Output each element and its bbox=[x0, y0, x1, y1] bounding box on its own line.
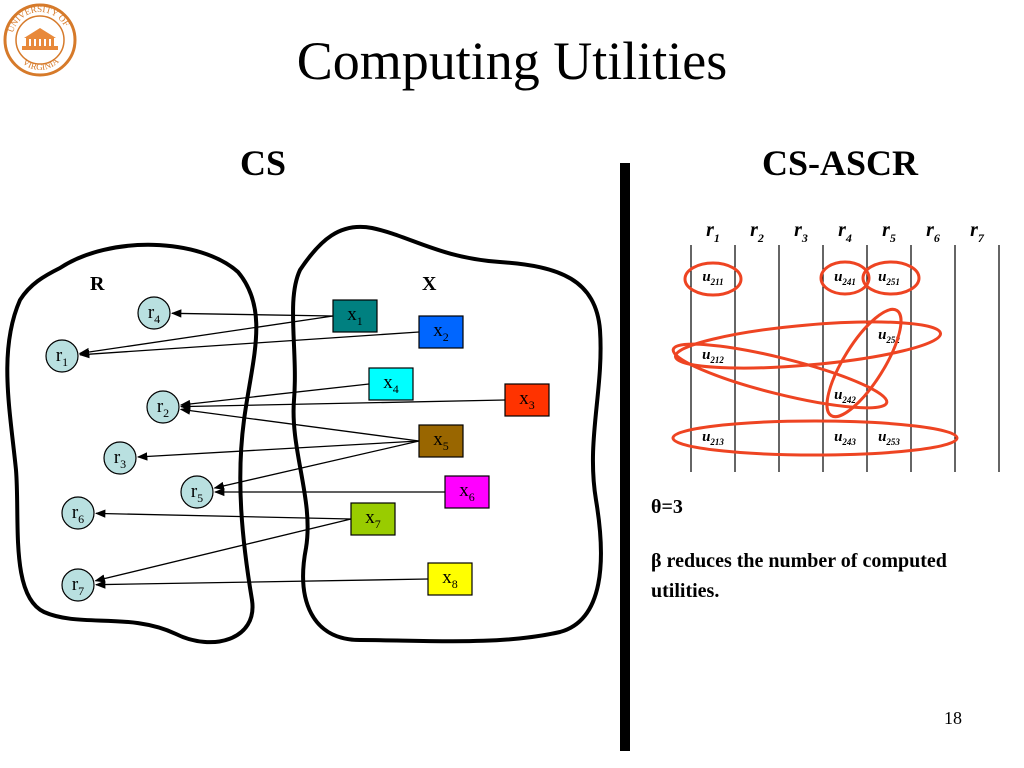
column-header-r6: r6 bbox=[926, 219, 940, 245]
node-label-r2: r2 bbox=[157, 396, 169, 420]
utility-u251: u251 bbox=[878, 269, 900, 287]
edge-x8-r7 bbox=[94, 578, 429, 589]
edge-x1-r1 bbox=[78, 315, 334, 357]
highlight-u251 bbox=[861, 260, 921, 296]
node-label-x5: x5 bbox=[433, 429, 449, 453]
set-x-label: X bbox=[422, 273, 437, 295]
node-r1: r1 bbox=[45, 339, 79, 373]
node-label-r3: r3 bbox=[114, 447, 126, 471]
theta-label: θ=3 bbox=[651, 496, 683, 518]
node-label-x1: x1 bbox=[347, 304, 363, 328]
highlight-row-u213 bbox=[671, 419, 959, 457]
highlight-u242-u252 bbox=[825, 307, 903, 419]
edge-x3-r2 bbox=[179, 399, 506, 411]
node-r4: r4 bbox=[137, 296, 171, 330]
node-r3: r3 bbox=[103, 441, 137, 475]
edge-x4-r2 bbox=[179, 383, 370, 409]
edge-x1-r4 bbox=[170, 309, 334, 318]
beta-note: β reduces the number of computed utiliti… bbox=[651, 546, 951, 606]
highlight-u241 bbox=[819, 260, 871, 296]
column-header-r3: r3 bbox=[794, 219, 808, 245]
node-label-x4: x4 bbox=[383, 372, 399, 396]
highlight-u212-u242 bbox=[671, 342, 889, 410]
edge-x5-r2 bbox=[179, 406, 420, 442]
column-header-r7: r7 bbox=[970, 219, 985, 245]
utility-u253: u253 bbox=[878, 429, 900, 447]
set-x-boundary bbox=[291, 224, 603, 644]
edge-x5-r5 bbox=[213, 440, 420, 490]
node-x7: x7 bbox=[350, 502, 396, 536]
panel-divider bbox=[620, 163, 630, 751]
set-r-label: R bbox=[90, 273, 105, 295]
utility-u242: u242 bbox=[834, 387, 856, 405]
node-x6: x6 bbox=[444, 475, 490, 509]
node-x5: x5 bbox=[418, 424, 464, 458]
node-label-r5: r5 bbox=[191, 481, 203, 505]
node-x2: x2 bbox=[418, 315, 464, 349]
cs-ascr-heading: CS-ASCR bbox=[761, 143, 919, 183]
utility-u213: u213 bbox=[702, 429, 724, 447]
node-x1: x1 bbox=[332, 299, 378, 333]
cs-heading: CS bbox=[240, 143, 287, 183]
set-r-boundary bbox=[5, 242, 259, 645]
node-label-r1: r1 bbox=[56, 345, 68, 369]
node-label-x7: x7 bbox=[365, 507, 381, 531]
slide-title: Computing Utilities bbox=[296, 31, 728, 91]
utility-u243: u243 bbox=[834, 429, 856, 447]
node-label-x8: x8 bbox=[442, 567, 458, 591]
node-x3: x3 bbox=[504, 383, 550, 417]
utility-u241: u241 bbox=[834, 269, 856, 287]
page-number: 18 bbox=[944, 708, 962, 728]
node-label-x6: x6 bbox=[459, 480, 475, 504]
node-label-r4: r4 bbox=[148, 302, 160, 326]
node-r5: r5 bbox=[180, 475, 214, 509]
edge-x7-r6 bbox=[94, 509, 352, 520]
beta-symbol: β bbox=[651, 550, 662, 572]
utility-u212: u212 bbox=[702, 347, 724, 365]
node-r7: r7 bbox=[61, 568, 95, 602]
edge-x7-r7 bbox=[94, 518, 352, 583]
node-label-x2: x2 bbox=[433, 320, 449, 344]
highlight-u211 bbox=[683, 261, 743, 297]
node-r2: r2 bbox=[146, 390, 180, 424]
node-label-r7: r7 bbox=[72, 574, 84, 598]
cs-bipartite-diagram: R X r4 r1 r2 r3 r5 r6 r7 x1 x2 x4 x3 x5 x6 x7 x8 bbox=[5, 224, 603, 645]
node-label-x3: x3 bbox=[519, 388, 535, 412]
beta-text: reduces the number of computed utilities… bbox=[651, 550, 947, 602]
utility-u252: u252 bbox=[878, 327, 900, 345]
utility-u211: u211 bbox=[702, 269, 723, 287]
column-header-r2: r2 bbox=[750, 219, 764, 245]
column-header-r4: r4 bbox=[838, 219, 852, 245]
edge-x2-r1 bbox=[78, 331, 420, 359]
column-header-r1: r1 bbox=[706, 219, 720, 245]
node-label-r6: r6 bbox=[72, 502, 84, 526]
edge-x5-r3 bbox=[136, 440, 420, 461]
node-r6: r6 bbox=[61, 496, 95, 530]
node-x8: x8 bbox=[427, 562, 473, 596]
column-header-r5: r5 bbox=[882, 219, 896, 245]
node-x4: x4 bbox=[368, 367, 414, 401]
